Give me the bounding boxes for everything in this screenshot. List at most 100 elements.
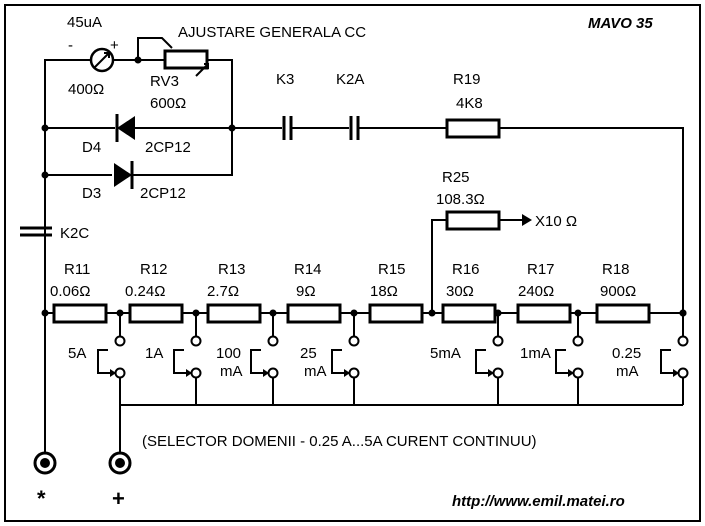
r19-value: 4K8 (456, 95, 483, 112)
diode-d4 (45, 114, 282, 142)
d3-name: D3 (82, 185, 101, 202)
shunt-name-6: R17 (527, 261, 555, 278)
meter-minus: - (68, 37, 73, 54)
shunt-value-4: 18Ω (370, 283, 398, 300)
r19-name: R19 (453, 71, 481, 88)
diode-d3-icon (114, 163, 132, 187)
range-unit-3: mA (304, 363, 327, 380)
title: MAVO 35 (588, 15, 653, 32)
switch-arrow-icon (488, 369, 494, 377)
frame (4, 4, 701, 522)
switch-contact-upper-5[interactable] (572, 335, 584, 347)
switch-contact-upper-3[interactable] (348, 335, 360, 347)
range-label-5: 1mA (520, 345, 551, 362)
range-unit-6: mA (616, 363, 639, 380)
r19-resistor (445, 118, 501, 139)
shunt-resistor-4 (368, 303, 424, 324)
shunt-name-0: R11 (64, 261, 90, 278)
meter-plus: + (110, 37, 119, 54)
switch-contact-lower-0[interactable] (114, 367, 126, 379)
switch-contact-upper-1[interactable] (190, 335, 202, 347)
terminal-common-label: * (37, 486, 46, 511)
meter-current: 45uA (67, 14, 102, 31)
range-label-0: 5A (68, 345, 86, 362)
shunt-chain: R11 0.06Ω R12 0.24Ω R13 2.7Ω R14 9Ω R15 18Ω R16 30Ω… (41, 261, 687, 324)
r25-resistor (445, 210, 501, 231)
k2c-label: K2C (60, 225, 89, 242)
rv3-resistor (163, 49, 209, 70)
switch-wiper-2 (250, 349, 263, 374)
switch-contact-upper-4[interactable] (492, 335, 504, 347)
adjust-label: AJUSTARE GENERALA CC (178, 24, 366, 41)
switch-arrow-icon (186, 369, 192, 377)
range-label-2: 100 (216, 345, 241, 362)
switch-contact-lower-6[interactable] (677, 367, 689, 379)
shunt-name-3: R14 (294, 261, 322, 278)
rv3-value: 600Ω (150, 95, 186, 112)
shunt-value-6: 240Ω (518, 283, 554, 300)
range-label-1: 1A (145, 345, 163, 362)
r25-value: 108.3Ω (436, 191, 485, 208)
range-label-4: 5mA (430, 345, 461, 362)
switch-wiper-1 (173, 349, 186, 374)
switch-contact-upper-0[interactable] (114, 335, 126, 347)
terminal-positive (108, 451, 132, 475)
shunt-resistor-5 (441, 303, 497, 324)
switch-arrow-icon (568, 369, 574, 377)
rv3-name: RV3 (150, 73, 179, 90)
selector-caption: (SELECTOR DOMENII - 0.25 A...5A CURENT C… (142, 433, 537, 450)
meter-resistance: 400Ω (68, 81, 104, 98)
terminal-common (33, 451, 57, 475)
switch-contact-upper-6[interactable] (677, 335, 689, 347)
shunt-resistor-0 (52, 303, 108, 324)
shunt-value-7: 900Ω (600, 283, 636, 300)
shunt-resistor-1 (128, 303, 184, 324)
shunt-resistor-3 (286, 303, 342, 324)
range-unit-2: mA (220, 363, 243, 380)
contact-k3 (282, 116, 349, 140)
r25-name: R25 (442, 169, 470, 186)
switch-arrow-icon (263, 369, 269, 377)
switch-arrow-icon (110, 369, 116, 377)
switch-arrow-icon (344, 369, 350, 377)
shunt-name-4: R15 (378, 261, 406, 278)
shunt-name-2: R13 (218, 261, 246, 278)
r25-output: X10 Ω (535, 213, 577, 230)
shunt-value-2: 2.7Ω (207, 283, 239, 300)
terminal-positive-label: + (112, 486, 125, 511)
switch-wiper-6 (660, 349, 673, 374)
website: http://www.emil.matei.ro (452, 493, 625, 510)
shunt-value-0: 0.06Ω (50, 283, 90, 300)
k3-label: K3 (276, 71, 294, 88)
d4-type: 2CP12 (145, 139, 191, 156)
contact-k2a (349, 116, 447, 140)
meter-branch (44, 37, 233, 315)
shunt-name-5: R16 (452, 261, 480, 278)
shunt-resistor-2 (206, 303, 262, 324)
switch-contact-lower-5[interactable] (572, 367, 584, 379)
diode-d4-icon (117, 116, 135, 140)
shunt-value-3: 9Ω (296, 283, 316, 300)
d3-type: 2CP12 (140, 185, 186, 202)
contact-k2c (20, 226, 52, 237)
range-label-3: 25 (300, 345, 317, 362)
switch-wiper-0 (97, 349, 110, 374)
switch-contact-lower-4[interactable] (492, 367, 504, 379)
shunt-value-1: 0.24Ω (125, 283, 165, 300)
shunt-resistor-6 (516, 303, 572, 324)
switch-arrow-icon (673, 369, 679, 377)
shunt-name-1: R12 (140, 261, 168, 278)
switch-contact-lower-3[interactable] (348, 367, 360, 379)
range-label-6: 0.25 (612, 345, 641, 362)
switch-contact-lower-2[interactable] (267, 367, 279, 379)
switch-contact-lower-1[interactable] (190, 367, 202, 379)
k2a-label: K2A (336, 71, 364, 88)
shunt-value-5: 30Ω (446, 283, 474, 300)
switch-wiper-4 (475, 349, 488, 374)
switch-contact-upper-2[interactable] (267, 335, 279, 347)
switch-wiper-3 (331, 349, 344, 374)
diode-d3 (45, 128, 233, 189)
arrow-right-icon (522, 214, 532, 226)
